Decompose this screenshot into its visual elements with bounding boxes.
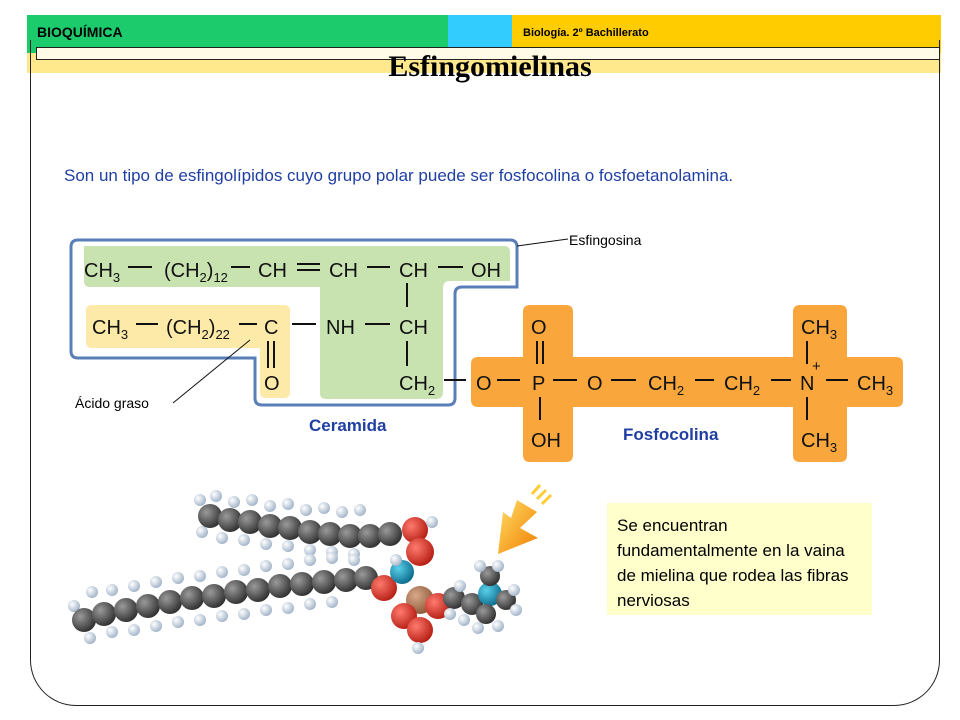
phosphocholine-region	[471, 305, 903, 462]
header-subject: BIOQUÍMICA	[37, 24, 123, 40]
svg-text:OH: OH	[531, 430, 561, 452]
svg-text:O: O	[531, 317, 547, 339]
svg-text:O: O	[264, 373, 280, 395]
svg-text:OH: OH	[471, 260, 501, 282]
svg-text:CH: CH	[399, 317, 428, 339]
svg-text:CH3: CH3	[857, 373, 893, 398]
svg-text:NH: NH	[326, 317, 355, 339]
header-course: Biología. 2º Bachillerato	[523, 27, 649, 39]
svg-text:P: P	[532, 373, 545, 395]
sphingosine-region	[84, 246, 510, 399]
header-course-band	[512, 15, 941, 53]
header-subject-band	[27, 15, 448, 53]
label-fosfocolina: Fosfocolina	[623, 425, 719, 444]
fatty-acid-region	[86, 305, 290, 398]
slide-frame	[30, 40, 940, 706]
svg-text:(CH2)12: (CH2)12	[164, 260, 228, 285]
esfingosina-leader	[516, 238, 569, 247]
label-acido-graso: Ácido graso	[75, 395, 149, 411]
svg-text:C: C	[264, 317, 278, 339]
label-ceramida: Ceramida	[309, 416, 387, 435]
svg-text:O: O	[587, 373, 603, 395]
note-box: Se encuentran fundamentalmente en la vai…	[607, 503, 872, 615]
svg-text:(CH2)22: (CH2)22	[166, 317, 230, 342]
svg-text:N: N	[800, 373, 814, 395]
ceramide-outline	[69, 238, 519, 407]
intro-text: Son un tipo de esfingolípidos cuyo grupo…	[64, 166, 734, 185]
acido-graso-leader	[172, 339, 251, 404]
svg-text:CH: CH	[329, 260, 358, 282]
arrow-icon	[498, 484, 553, 554]
svg-text:CH2: CH2	[648, 373, 684, 398]
label-esfingosina: Esfingosina	[569, 232, 642, 248]
svg-text:+: +	[812, 358, 821, 375]
svg-text:CH: CH	[258, 260, 287, 282]
molecular-model-image	[68, 490, 522, 654]
svg-text:O: O	[476, 373, 492, 395]
header-accent-band	[448, 15, 512, 53]
svg-text:CH: CH	[399, 260, 428, 282]
page-title: Esfingomielinas	[388, 50, 592, 83]
